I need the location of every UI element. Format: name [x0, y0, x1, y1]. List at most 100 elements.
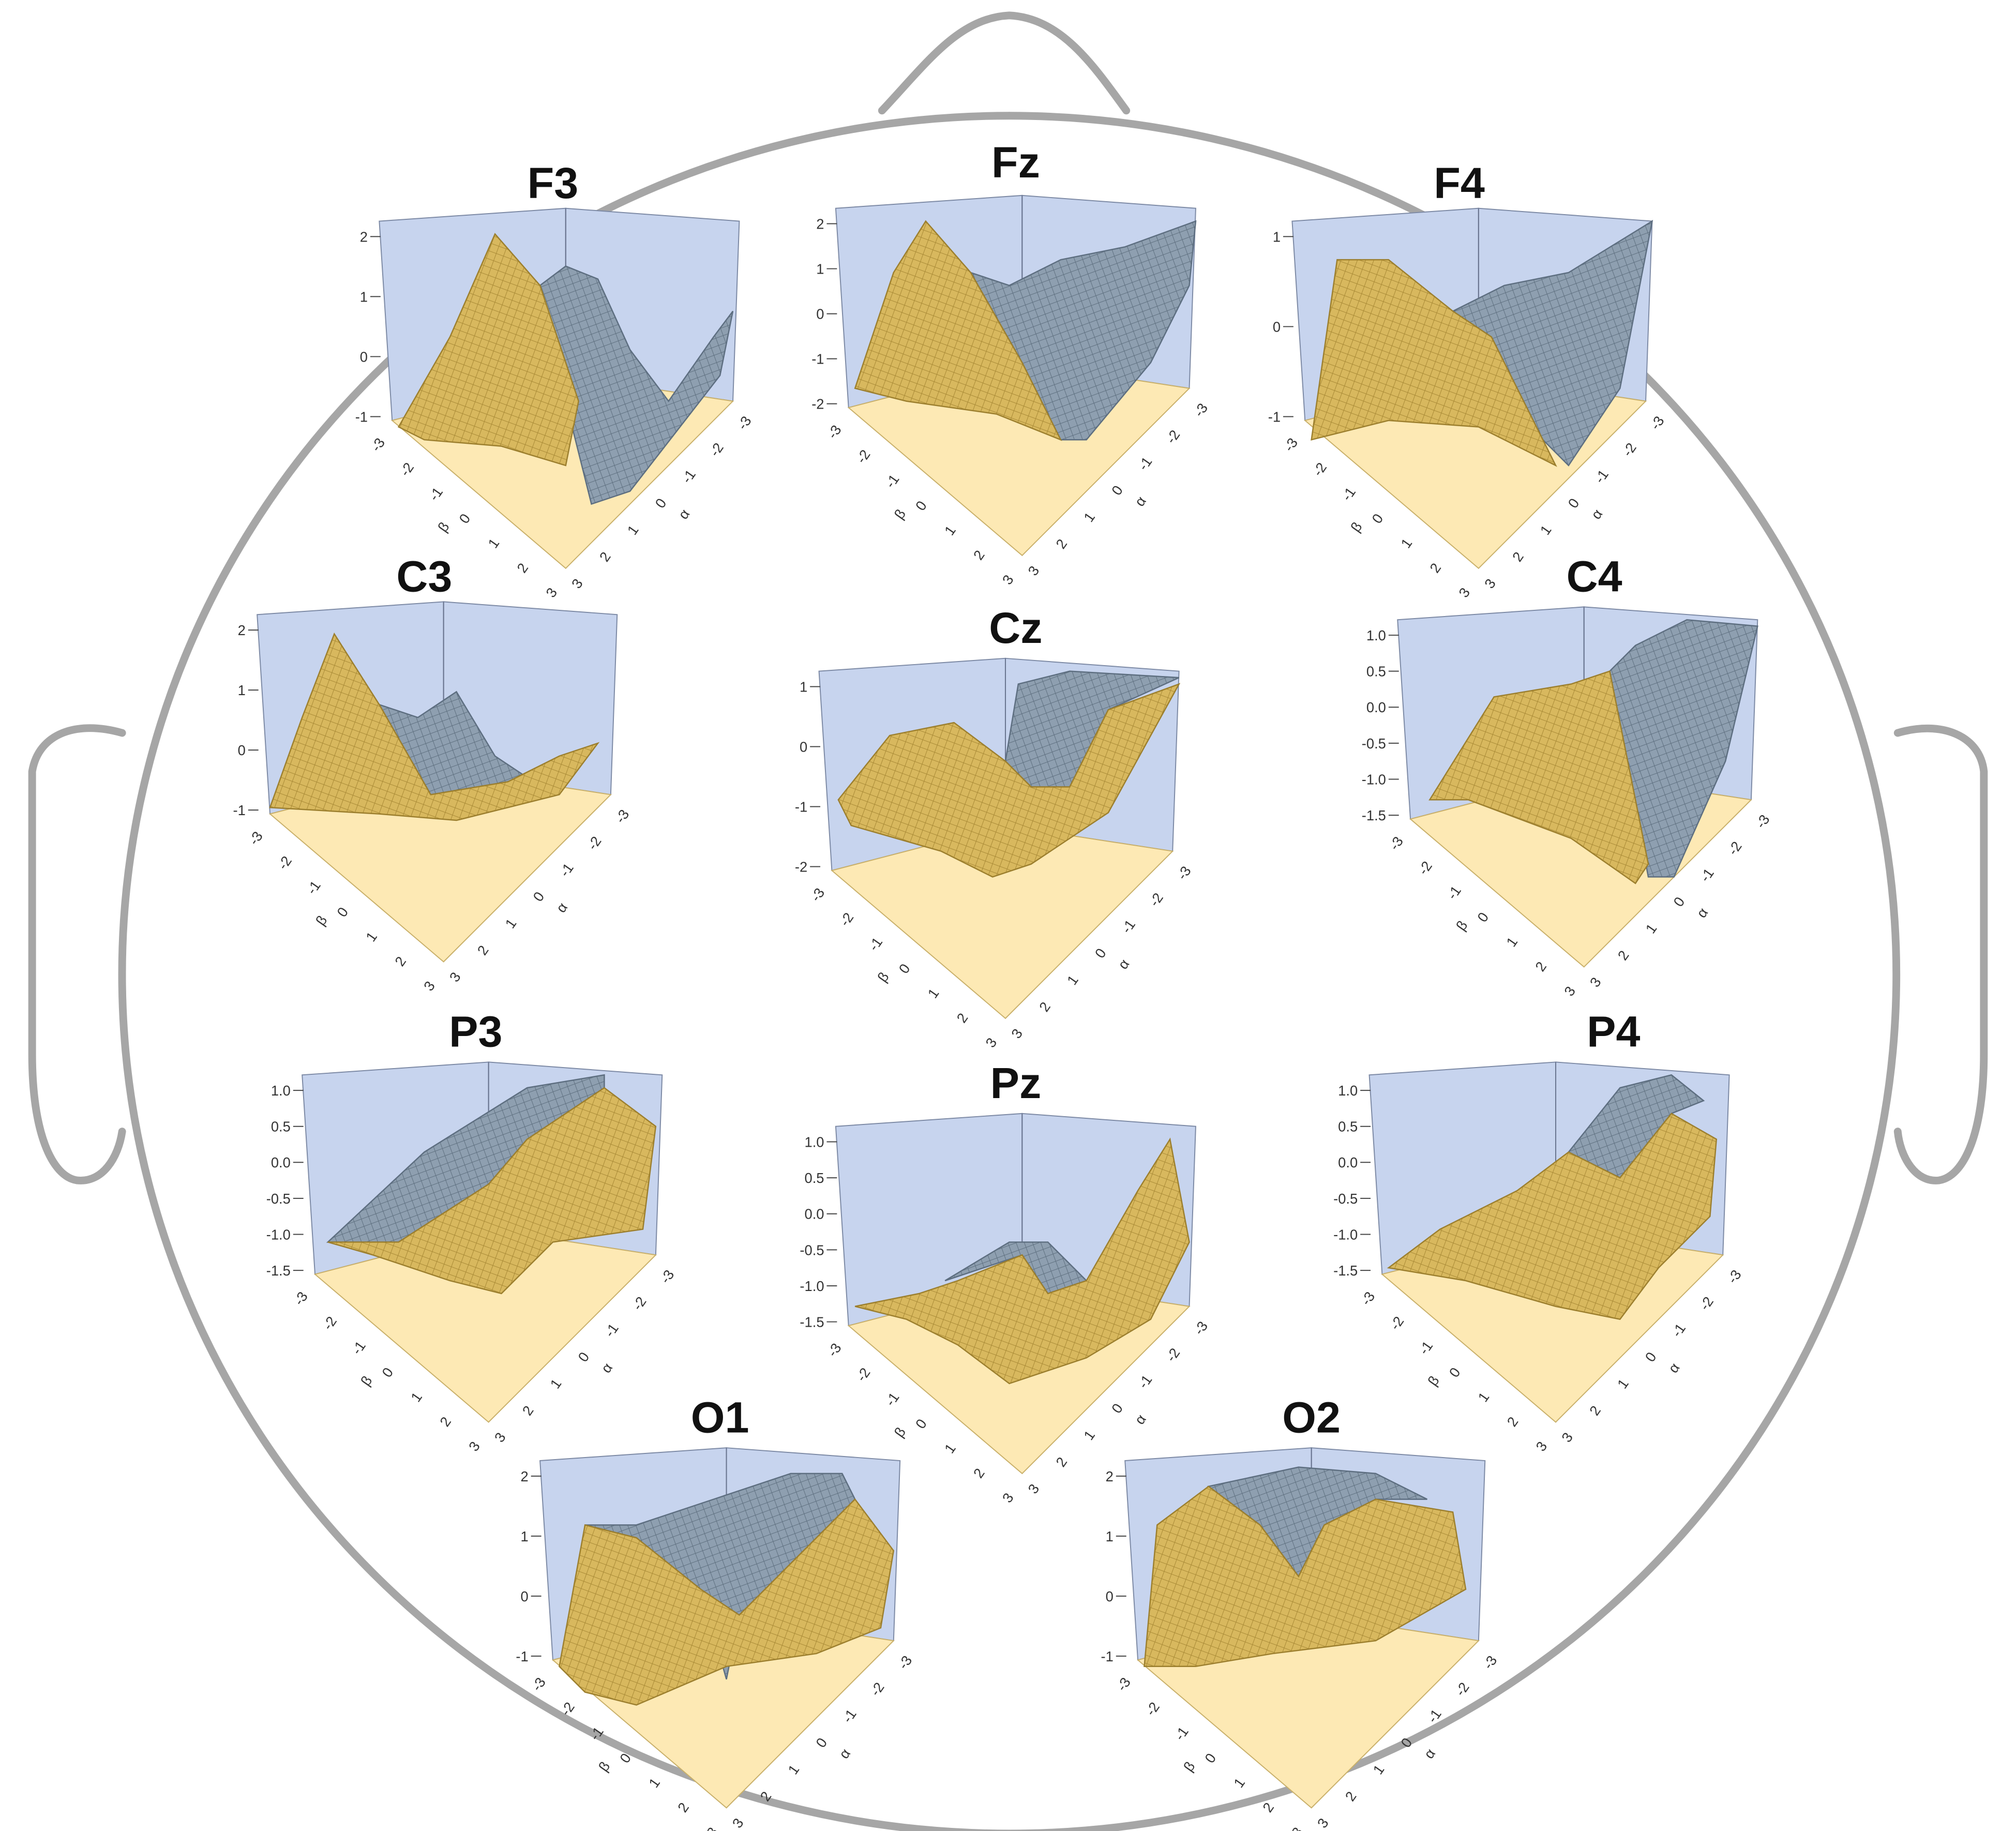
beta-tick-label: -3	[824, 422, 844, 442]
beta-tick-label: -1	[1171, 1724, 1192, 1744]
z-tick-label: 1	[521, 1528, 529, 1544]
z-tick-label: -1	[1268, 409, 1281, 425]
alpha-tick-label: 2	[1342, 1789, 1360, 1804]
alpha-tick-label: 1	[502, 916, 519, 931]
z-tick-label: -1.0	[1333, 1226, 1358, 1242]
alpha-tick-label: -2	[629, 1294, 649, 1313]
beta-tick-label: 2	[1426, 560, 1444, 576]
z-tick-label: 2	[1106, 1468, 1114, 1484]
beta-tick-label: 1	[1230, 1775, 1248, 1791]
beta-tick-label: -2	[853, 447, 873, 467]
beta-tick-label: 2	[1503, 1414, 1521, 1429]
beta-tick-label: 3	[420, 978, 438, 994]
beta-tick-label: 3	[1532, 1438, 1550, 1454]
alpha-tick-label: 0	[1670, 894, 1688, 909]
beta-tick-label: 3	[982, 1035, 1000, 1050]
beta-axis-label: β	[874, 969, 892, 985]
beta-tick-label: 0	[379, 1364, 396, 1380]
surface-front-side	[854, 1137, 1190, 1385]
z-tick-label: 0.5	[1338, 1119, 1358, 1135]
z-tick-label: -1	[811, 351, 824, 367]
alpha-tick-label: 3	[1008, 1026, 1026, 1041]
alpha-tick-label: 1	[1642, 921, 1660, 936]
alpha-tick-label: 3	[568, 576, 586, 591]
alpha-tick-label: 3	[1025, 1481, 1042, 1496]
surface-front-side	[837, 683, 1181, 878]
panel-c4: C41.00.50.0-0.5-1.0-1.5-3-2-10123β-3-2-1…	[1362, 552, 1773, 999]
beta-tick-label: -1	[882, 1389, 902, 1409]
z-tick-label: 1	[238, 682, 246, 698]
surface-front-side	[559, 1498, 895, 1706]
z-tick-label: 2	[360, 229, 368, 245]
alpha-tick-label: -1	[839, 1706, 859, 1726]
alpha-axis-label: α	[1665, 1360, 1683, 1376]
z-tick-label: -1.0	[800, 1278, 824, 1294]
alpha-tick-label: -2	[1619, 440, 1639, 459]
panel-p4: P41.00.50.0-0.5-1.0-1.5-3-2-10123β-3-2-1…	[1333, 1007, 1744, 1454]
z-tick-label: 0	[521, 1588, 529, 1604]
head-outline	[28, 11, 1988, 1831]
beta-axis-label: β	[357, 1373, 375, 1389]
beta-tick-label: -1	[1338, 484, 1359, 504]
electrode-label: P4	[1587, 1007, 1640, 1056]
alpha-tick-label: -2	[584, 833, 604, 853]
alpha-tick-label: -1	[556, 860, 576, 880]
beta-tick-label: 3	[1288, 1824, 1306, 1831]
alpha-tick-label: 1	[1537, 522, 1555, 537]
beta-tick-label: 2	[953, 1010, 971, 1026]
alpha-tick-label: -1	[1118, 917, 1138, 936]
beta-tick-label: -1	[426, 484, 446, 504]
alpha-axis-label: α	[1131, 1411, 1149, 1427]
beta-axis-label: β	[1347, 519, 1365, 535]
alpha-tick-label: 2	[596, 549, 614, 564]
alpha-tick-label: 1	[1064, 972, 1081, 988]
alpha-tick-label: 0	[1564, 496, 1582, 511]
surface-back-side	[539, 265, 734, 505]
beta-tick-label: 3	[1455, 584, 1473, 600]
beta-tick-label: 0	[456, 511, 473, 526]
alpha-tick-label: -3	[612, 806, 632, 826]
z-tick-label: 0	[816, 306, 824, 322]
z-tick-label: 0.0	[271, 1154, 291, 1170]
beta-axis-label: β	[1180, 1759, 1198, 1775]
z-tick-label: 0.0	[805, 1206, 824, 1222]
electrode-label: F4	[1434, 158, 1485, 207]
electrode-label: F3	[528, 158, 579, 207]
z-tick-label: -2	[795, 859, 807, 875]
alpha-tick-label: 0	[1108, 483, 1126, 498]
beta-tick-label: 1	[363, 929, 380, 944]
alpha-tick-label: 1	[624, 522, 642, 537]
alpha-tick-label: 1	[547, 1376, 564, 1391]
surface-front-side	[1428, 670, 1649, 884]
alpha-axis-label: α	[1693, 905, 1711, 921]
beta-tick-label: 2	[514, 560, 531, 576]
beta-tick-label: -3	[1114, 1674, 1134, 1694]
alpha-tick-label: -3	[1647, 413, 1667, 433]
beta-axis-label: β	[891, 1424, 909, 1440]
z-tick-label: 1.0	[1366, 627, 1386, 643]
alpha-tick-label: -3	[895, 1653, 915, 1672]
surface-front-side	[1144, 1485, 1467, 1668]
alpha-tick-label: 2	[519, 1403, 537, 1418]
z-tick-label: -2	[811, 396, 824, 412]
beta-tick-label: -2	[853, 1365, 873, 1385]
beta-tick-label: -2	[1415, 858, 1435, 878]
beta-tick-label: 2	[1532, 958, 1549, 974]
beta-tick-label: 0	[895, 961, 913, 977]
beta-axis-label: β	[595, 1759, 613, 1775]
z-tick-label: 0	[1106, 1588, 1114, 1604]
z-tick-label: 0.0	[1366, 699, 1386, 715]
z-tick-label: -1	[233, 802, 246, 818]
alpha-tick-label: -1	[1591, 467, 1612, 486]
surface-front-side	[327, 1087, 657, 1295]
beta-tick-label: 1	[645, 1775, 663, 1791]
beta-tick-label: -3	[1386, 833, 1406, 853]
alpha-tick-label: 3	[1558, 1430, 1576, 1445]
beta-axis-label: β	[891, 506, 909, 522]
alpha-tick-label: -3	[734, 413, 754, 433]
z-tick-label: -1.5	[266, 1263, 291, 1279]
surface-front-side	[397, 233, 579, 467]
alpha-axis-label: α	[1588, 506, 1606, 522]
